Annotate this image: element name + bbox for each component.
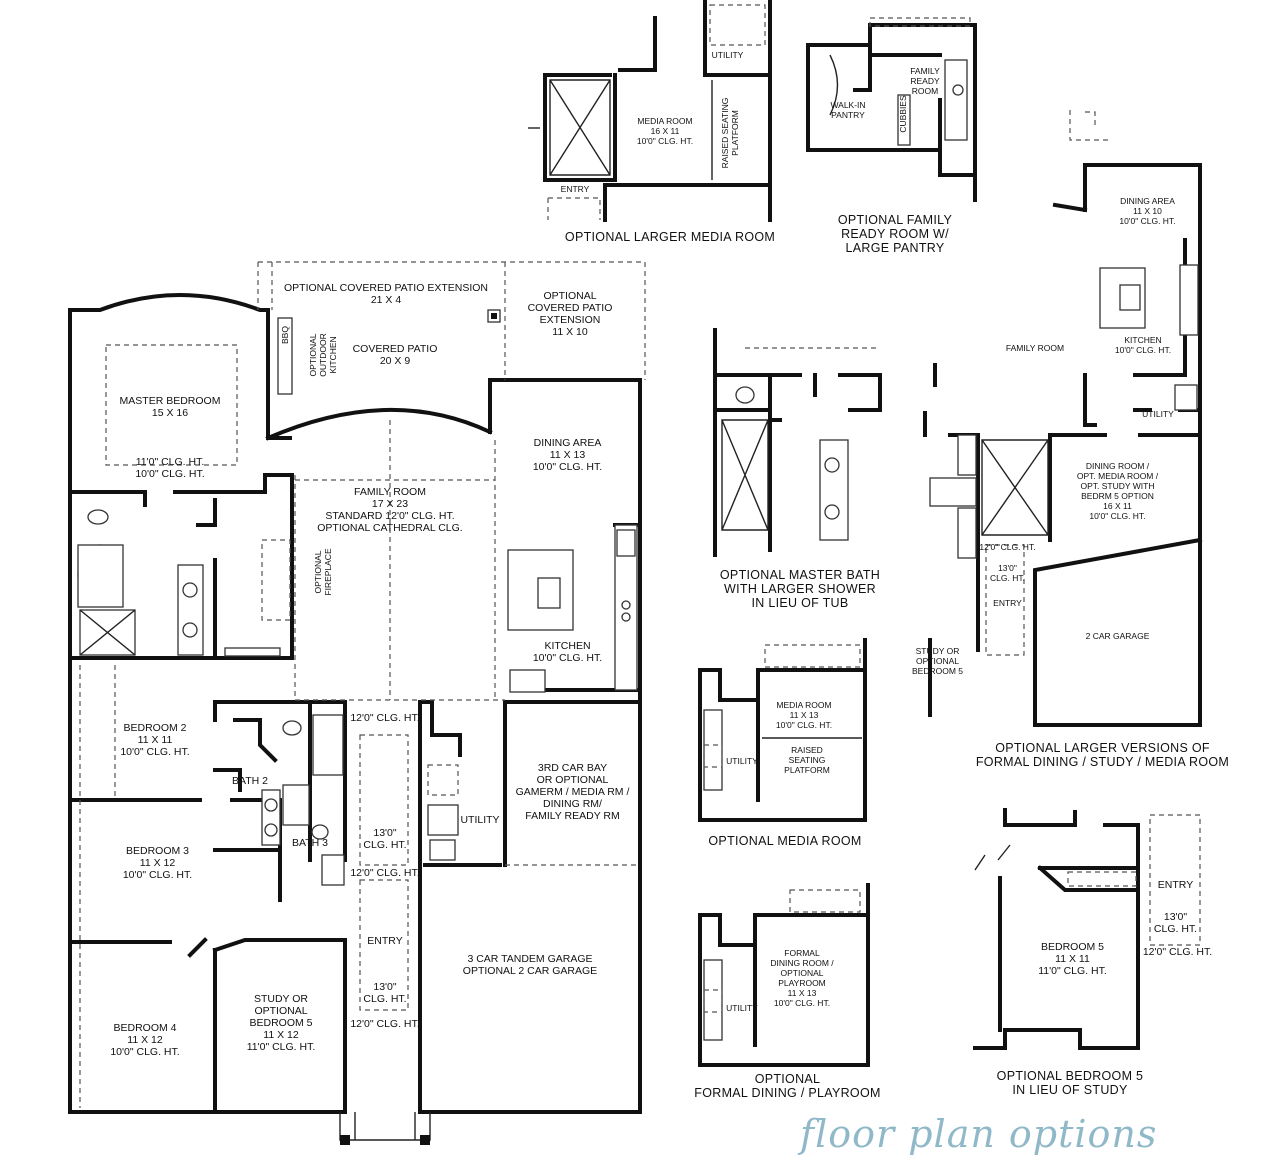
bbq-label: BBQ bbox=[280, 326, 290, 344]
opt-family-ready-lines bbox=[829, 17, 971, 146]
opt-media-large-lines bbox=[528, 4, 766, 220]
opt-larger-versions-lines bbox=[929, 110, 1199, 656]
opt-lv-garage: 2 CAR GARAGE bbox=[1085, 631, 1150, 641]
opt-walkin-pantry: WALK-IN PANTRY bbox=[830, 100, 866, 120]
bedroom4-label: BEDROOM 4 11 X 12 10'0" CLG. HT. bbox=[110, 1022, 180, 1058]
opt-formal-dining-walls bbox=[698, 883, 870, 1067]
opt-media-room-label: MEDIA ROOM 11 X 13 10'0" CLG. HT. bbox=[775, 700, 833, 730]
clg-13b-label: 13'0" CLG. HT. bbox=[363, 981, 407, 1005]
opt-media-platform-label: RAISED SEATING PLATFORM bbox=[784, 745, 830, 775]
clg-12a-label: 12'0" CLG. HT. bbox=[350, 712, 420, 724]
opt-formal-dining-room: FORMAL DINING ROOM / OPTIONAL PLAYROOM 1… bbox=[770, 948, 834, 1008]
main-plan-walls bbox=[68, 293, 642, 1114]
opt-media-large-walls bbox=[543, 0, 772, 222]
opt-bd5-bedroom: BEDROOM 5 11 X 11 11'0" CLG. HT. bbox=[1038, 941, 1107, 977]
covered-patio-label: COVERED PATIO 20 X 9 bbox=[352, 343, 438, 367]
kitchen-label: KITCHEN 10'0" CLG. HT. bbox=[532, 640, 603, 664]
bedroom3-label: BEDROOM 3 11 X 12 10'0" CLG. HT. bbox=[122, 845, 193, 881]
study-label: STUDY OR OPTIONAL BEDROOM 5 11 X 12 11'0… bbox=[246, 993, 316, 1053]
opt-media-large-platform: RAISED SEATING PLATFORM bbox=[720, 97, 740, 169]
opt-lv-kitchen: KITCHEN 10'0" CLG. HT. bbox=[1114, 335, 1172, 355]
opt-family-ready-walls bbox=[806, 23, 977, 202]
opt-master-bath-lines bbox=[721, 347, 880, 541]
opt-lv-entry: ENTRY bbox=[993, 598, 1022, 608]
opt-lv-clg-12: 12'0" CLG. HT. bbox=[979, 542, 1036, 552]
bedroom2-label: BEDROOM 2 11 X 11 10'0" CLG. HT. bbox=[120, 722, 190, 758]
opt-media-room-caption: OPTIONAL MEDIA ROOM bbox=[708, 834, 862, 848]
opt-formal-dining-lines bbox=[703, 889, 861, 1041]
opt-media-large-entry: ENTRY bbox=[560, 184, 590, 194]
opt-bedroom5-caption: OPTIONAL BEDROOM 5 IN LIEU OF STUDY bbox=[996, 1069, 1144, 1097]
utility-label: UTILITY bbox=[460, 814, 500, 826]
opt-family-ready-room: FAMILY READY ROOM bbox=[910, 66, 940, 96]
opt-master-bath-walls bbox=[713, 328, 882, 557]
garage-label: 3 CAR TANDEM GARAGE OPTIONAL 2 CAR GARAG… bbox=[462, 953, 598, 977]
opt-bd5-entry: ENTRY bbox=[1157, 879, 1194, 891]
clg-12b-label: 12'0" CLG. HT. bbox=[350, 867, 420, 879]
opt-lv-clg-13: 13'0" CLG. HT. bbox=[990, 563, 1025, 583]
clg-13a-label: 13'0" CLG. HT. bbox=[363, 827, 407, 851]
outdoor-kitchen-label: OPTIONAL OUTDOOR KITCHEN bbox=[308, 333, 338, 377]
opt-media-large-utility: UTILITY bbox=[711, 50, 744, 60]
opt-media-utility-label: UTILITY bbox=[726, 756, 758, 766]
patio-extension-label: OPTIONAL COVERED PATIO EXTENSION 21 X 4 bbox=[283, 282, 488, 306]
opt-cubbies: CUBBIES bbox=[898, 95, 908, 133]
opt-bedroom5-walls bbox=[973, 808, 1140, 1050]
opt-master-bath-caption: OPTIONAL MASTER BATH WITH LARGER SHOWER … bbox=[719, 568, 881, 610]
opt-larger-versions-caption: OPTIONAL LARGER VERSIONS OF FORMAL DININ… bbox=[975, 741, 1230, 769]
family-room-label: FAMILY ROOM 17 X 23 STANDARD 12'0" CLG. … bbox=[317, 486, 463, 534]
opt-lv-study: STUDY OR OPTIONAL BEDROOM 5 bbox=[911, 646, 963, 676]
page-title: floor plan options bbox=[800, 1112, 1158, 1156]
opt-media-large-room: MEDIA ROOM 16 X 11 10'0" CLG. HT. bbox=[636, 116, 694, 146]
opt-lv-utility: UTILITY bbox=[1142, 409, 1174, 419]
master-clg-label: 11'0" CLG. HT. 10'0" CLG. HT. bbox=[135, 456, 205, 480]
entry-label: ENTRY bbox=[367, 935, 403, 947]
bath2-label: BATH 2 bbox=[232, 775, 268, 787]
main-plan-thin-lines bbox=[77, 261, 646, 1145]
dining-area-label: DINING AREA 11 X 13 10'0" CLG. HT. bbox=[532, 437, 603, 473]
opt-lv-dining-area: DINING AREA 11 X 10 10'0" CLG. HT. bbox=[1119, 196, 1176, 226]
opt-lv-dining-room: DINING ROOM / OPT. MEDIA ROOM / OPT. STU… bbox=[1076, 461, 1159, 521]
opt-formal-utility: UTILITY bbox=[726, 1003, 758, 1013]
third-car-label: 3RD CAR BAY OR OPTIONAL GAMERM / MEDIA R… bbox=[515, 762, 630, 822]
opt-media-large-caption: OPTIONAL LARGER MEDIA ROOM bbox=[564, 230, 776, 244]
opt-bedroom5-lines bbox=[974, 814, 1201, 946]
opt-family-ready-caption: OPTIONAL FAMILY READY ROOM W/ LARGE PANT… bbox=[837, 213, 953, 255]
bath3-label: BATH 3 bbox=[292, 837, 328, 849]
opt-bd5-clg-12: 12'0" CLG. HT. bbox=[1142, 946, 1213, 958]
opt-lv-family-room: FAMILY ROOM bbox=[1005, 343, 1065, 353]
opt-media-room-lines bbox=[703, 644, 862, 791]
clg-12c-label: 12'0" CLG. HT. bbox=[350, 1018, 420, 1030]
opt-formal-dining-caption: OPTIONAL FORMAL DINING / PLAYROOM bbox=[694, 1072, 881, 1100]
master-bedroom-label: MASTER BEDROOM 15 X 16 bbox=[119, 395, 221, 419]
fireplace-label: OPTIONAL FIREPLACE bbox=[313, 548, 333, 596]
opt-media-room-walls bbox=[698, 638, 867, 822]
patio-extension-2-label: OPTIONAL COVERED PATIO EXTENSION 11 X 10 bbox=[527, 290, 613, 338]
opt-bd5-clg-13: 13'0" CLG. HT. bbox=[1153, 911, 1198, 935]
